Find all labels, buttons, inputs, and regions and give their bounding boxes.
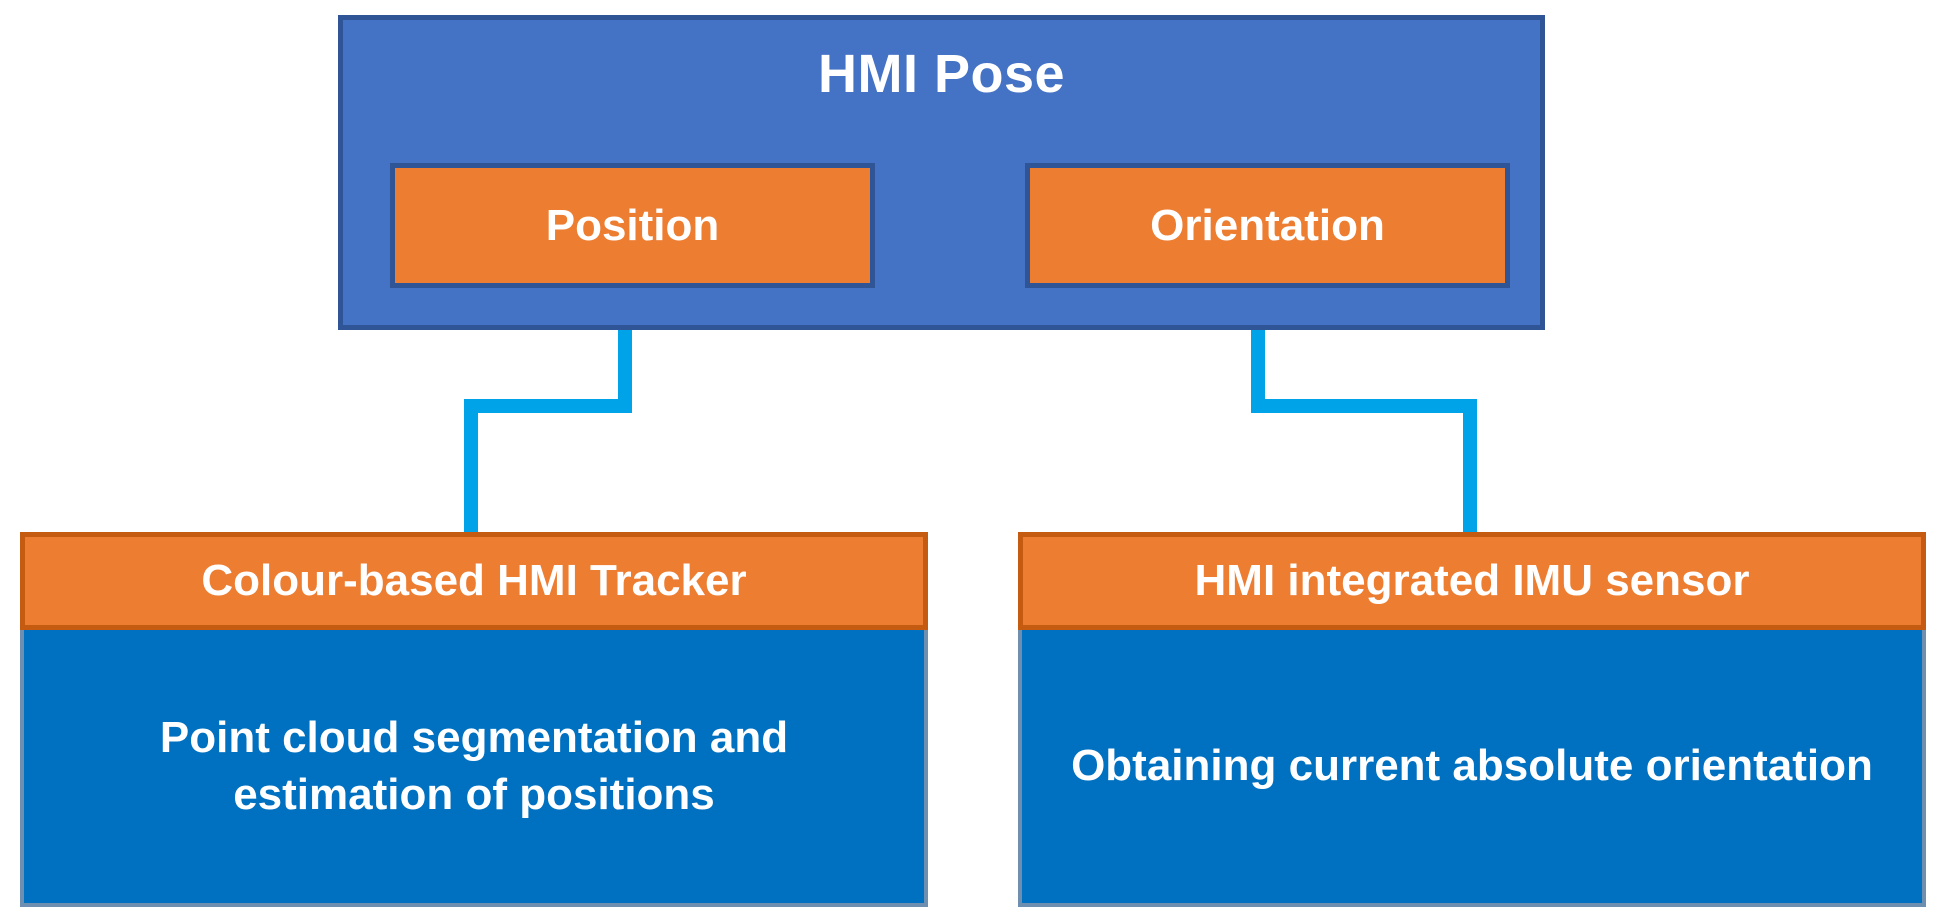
source-card-imu-sensor: HMI integrated IMU sensor Obtaining curr… <box>1018 532 1926 907</box>
source-card-body: Obtaining current absolute orientation <box>1018 630 1926 907</box>
source-card-colour-tracker: Colour-based HMI Tracker Point cloud seg… <box>20 532 928 907</box>
source-card-body: Point cloud segmentation and estimation … <box>20 630 928 907</box>
source-card-header: Colour-based HMI Tracker <box>20 532 928 630</box>
source-card-header: HMI integrated IMU sensor <box>1018 532 1926 630</box>
source-card-body-text: Obtaining current absolute orientation <box>1071 741 1873 791</box>
orientation-box: Orientation <box>1025 163 1510 288</box>
orientation-label: Orientation <box>1150 200 1385 250</box>
position-box: Position <box>390 163 875 288</box>
position-label: Position <box>545 200 720 250</box>
source-card-body-text: Point cloud segmentation and estimation … <box>159 713 789 819</box>
hmi-pose-title: HMI Pose <box>817 44 1066 104</box>
source-card-header-label: HMI integrated IMU sensor <box>1194 556 1750 605</box>
source-card-header-label: Colour-based HMI Tracker <box>201 556 747 605</box>
hmi-pose-box: HMI Pose Position Orientation <box>338 15 1545 330</box>
